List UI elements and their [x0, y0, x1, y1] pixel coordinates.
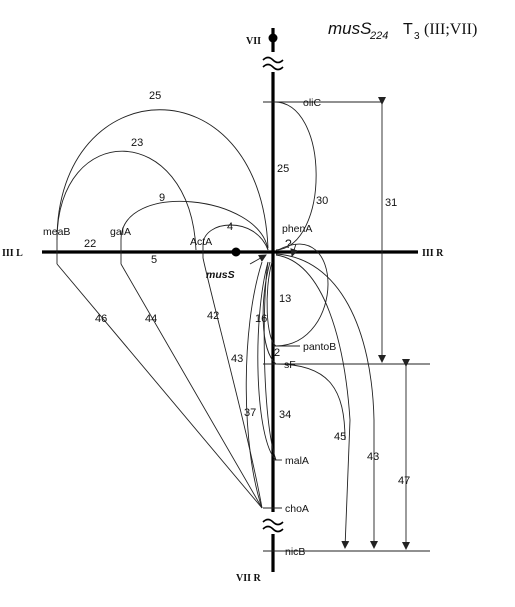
- value-gala-choa: 44: [145, 313, 157, 325]
- value-junction-sf: 16: [255, 313, 267, 325]
- arc-junction-sf: [262, 261, 277, 365]
- line-meab-choa: [56, 263, 263, 509]
- title-allele: 224: [369, 30, 388, 42]
- value-junction-nicb: 43: [367, 451, 379, 463]
- title-chromosomes: (III;VII): [424, 21, 477, 38]
- label-vii-r: VII R: [236, 573, 262, 584]
- marker-muss: musS: [206, 269, 235, 281]
- value-gala-acta: 5: [151, 254, 157, 266]
- arc-olic-junction: [272, 101, 317, 251]
- arc-meab-junction: [56, 109, 269, 249]
- value-sf-nicb: 47: [398, 475, 410, 487]
- arc-junction-nicb: [275, 253, 378, 549]
- value-mala-choa: 43: [231, 353, 243, 365]
- marker-phena: phenA: [282, 223, 312, 235]
- value-sf-nicb-arc: 45: [334, 431, 346, 443]
- marker-meab: meaB: [43, 226, 70, 238]
- title-gene: musS: [328, 19, 372, 38]
- marker-pantob: pantoB: [303, 341, 336, 353]
- arc-gala-junction: [120, 200, 269, 251]
- marker-acta: ActA: [190, 236, 212, 248]
- arc-muss-mala: [257, 261, 277, 461]
- label-iii-r: III R: [422, 248, 444, 259]
- marker-choa: choA: [285, 503, 309, 515]
- marker-mala: malA: [285, 455, 309, 467]
- marker-olic: oliC: [303, 97, 322, 109]
- value-gala-meab-arc: 23: [131, 137, 143, 149]
- marker-gala: galA: [110, 226, 131, 238]
- label-iii-l: III L: [2, 248, 23, 259]
- value-sf-mala: 34: [279, 409, 291, 421]
- arc-mala-choa: [245, 261, 263, 509]
- centromere-iii: [231, 247, 241, 257]
- arc-sf-right: [275, 363, 346, 441]
- title-type: T: [403, 21, 413, 38]
- value-pantob-sf: 2: [274, 347, 280, 359]
- label-vii: VII: [246, 36, 261, 47]
- value-junction-pantob: 13: [279, 293, 291, 305]
- value-meab-gala: 22: [84, 238, 96, 250]
- arc-acta-junction: [202, 224, 269, 251]
- title-type-sub: 3: [414, 31, 420, 42]
- value-muss-mala: 37: [244, 407, 256, 419]
- centromere-vii: [268, 33, 278, 43]
- arc-phena-pantob: [275, 243, 329, 347]
- arrow-phena: [290, 243, 299, 257]
- value-meab-choa: 46: [95, 313, 107, 325]
- line-gala-choa: [120, 263, 263, 509]
- value-olic-junction: 25: [277, 163, 289, 175]
- break-mark-bottom: [262, 518, 284, 533]
- arc-sf-nicb: [275, 254, 351, 549]
- marker-question: ?: [285, 237, 292, 251]
- break-mark-top: [262, 56, 284, 71]
- value-meab-olic: 25: [149, 90, 161, 102]
- figure-title: musS 224 T 3 (III;VII): [328, 19, 477, 42]
- arc-meab-acta: [56, 150, 197, 251]
- arrow-muss: [249, 254, 267, 265]
- marker-sf: sF: [284, 359, 296, 371]
- value-acta-junction: 4: [227, 221, 233, 233]
- value-olic-sf: 31: [385, 197, 397, 209]
- marker-nicb: nicB: [285, 546, 305, 558]
- arc-junction-pantob: [266, 261, 277, 347]
- value-phena-pantob: 30: [316, 195, 328, 207]
- value-acta-choa: 42: [207, 310, 219, 322]
- value-gala-junction: 9: [159, 192, 165, 204]
- line-acta-choa: [202, 257, 263, 509]
